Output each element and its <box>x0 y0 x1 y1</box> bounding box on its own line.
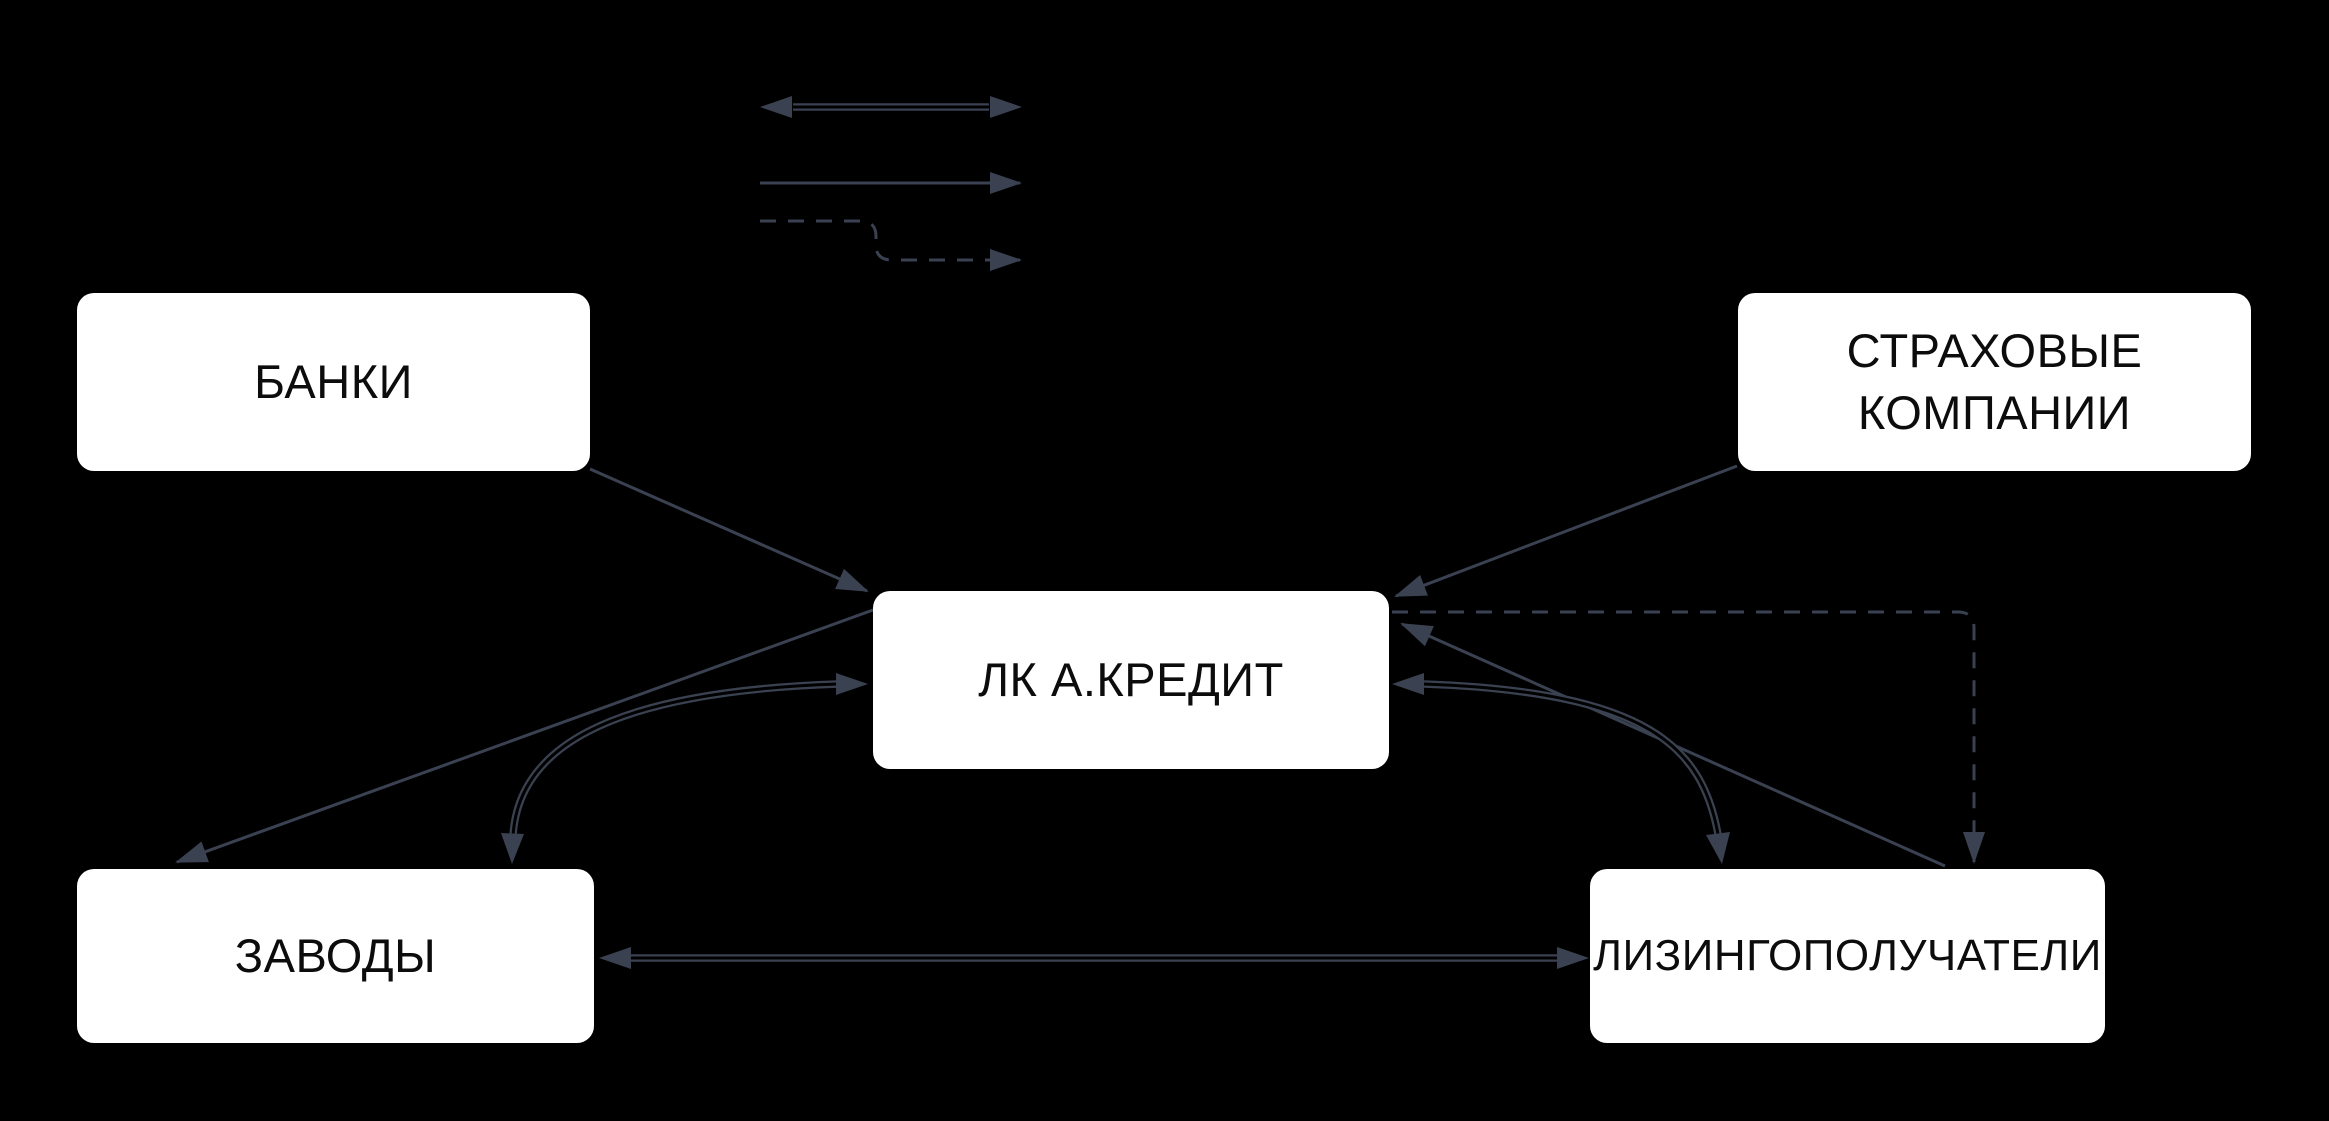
arrowhead-icon <box>501 833 524 864</box>
edge-lk-to-lessees-dashed <box>1392 610 1985 864</box>
arrowhead-icon <box>836 673 868 695</box>
edge-insurance-to-lk <box>1394 464 1738 598</box>
node-lk-a-credit-label: ЛК А.КРЕДИТ <box>978 652 1284 706</box>
node-insurance-label: СТРАХОВЫЕ КОМПАНИИ <box>1846 323 2143 439</box>
arrowhead-icon <box>1392 673 1424 695</box>
arrowhead-icon <box>760 96 792 118</box>
node-banks: БАНКИ <box>77 293 590 471</box>
node-insurance: СТРАХОВЫЕ КОМПАНИИ <box>1738 293 2251 471</box>
node-factories: ЗАВОДЫ <box>77 869 594 1043</box>
edge-factories-lessees-double <box>599 947 1589 969</box>
edge-banks-to-lk <box>589 467 869 593</box>
arrowhead-icon <box>990 96 1022 118</box>
node-lessees-label: ЛИЗИНГОПОЛУЧАТЕЛИ <box>1593 930 2102 980</box>
edge-lk-lessees-double <box>1392 673 1730 864</box>
arrowhead-icon <box>1706 832 1730 864</box>
legend-arrow-double <box>760 96 1022 118</box>
node-lessees: ЛИЗИНГОПОЛУЧАТЕЛИ <box>1590 869 2105 1043</box>
node-factories-label: ЗАВОДЫ <box>234 928 437 982</box>
arrowhead-icon <box>1557 947 1589 969</box>
arrowhead-icon <box>599 947 631 969</box>
edge-lk-to-factories <box>175 608 874 864</box>
edge-lk-factories-double <box>501 673 868 864</box>
node-lk-a-credit: ЛК А.КРЕДИТ <box>873 591 1389 769</box>
node-banks-label: БАНКИ <box>254 354 413 408</box>
legend-arrow-dashed <box>760 219 1022 271</box>
